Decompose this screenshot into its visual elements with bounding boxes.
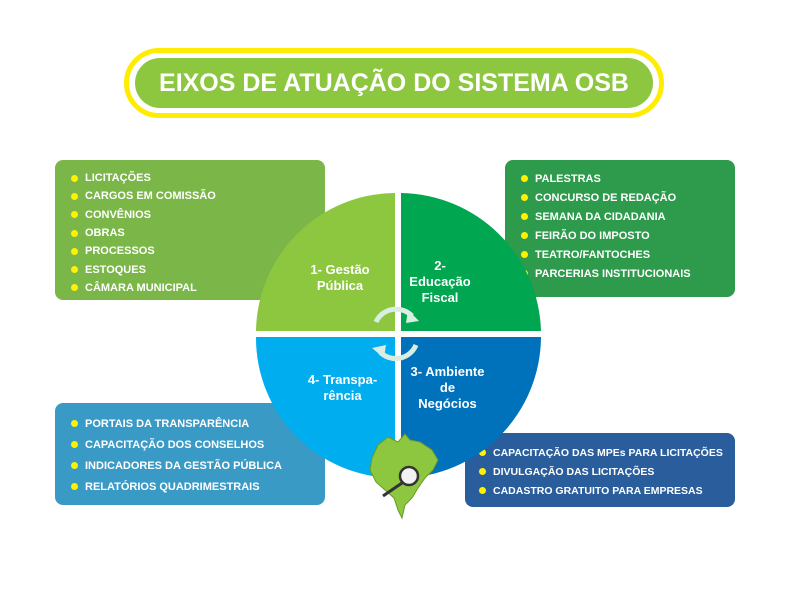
arrow-head-icon xyxy=(406,310,419,323)
list-item: CONCURSO DE REDAÇÃO xyxy=(521,188,719,207)
list-item-label: CARGOS EM COMISSÃO xyxy=(85,190,216,203)
list-item-label: SEMANA DA CIDADANIA xyxy=(535,210,666,223)
list-item-label: PORTAIS DA TRANSPARÊNCIA xyxy=(85,417,250,430)
bullet-icon xyxy=(479,468,486,475)
list-item-label: LICITAÇÕES xyxy=(85,172,151,185)
list-item-label: CAPACITAÇÃO DAS MPEs PARA LICITAÇÕES xyxy=(493,446,723,459)
quadrant-label-transparencia-line: 4- Transpa- xyxy=(307,372,378,387)
list-item: INDICADORES DA GESTÃO PÚBLICA xyxy=(71,455,309,476)
list-item: PORTAIS DA TRANSPARÊNCIA xyxy=(71,413,309,434)
list-item: ESTOQUES xyxy=(71,260,309,278)
list-item-label: CÂMARA MUNICIPAL xyxy=(85,281,197,294)
list-item-label: DIVULGAÇÃO DAS LICITAÇÕES xyxy=(493,465,655,478)
list-item: CAPACITAÇÃO DOS CONSELHOS xyxy=(71,434,309,455)
title-text: EIXOS DE ATUAÇÃO DO SISTEMA OSB xyxy=(135,58,653,108)
list-item-label: RELATÓRIOS QUADRIMESTRAIS xyxy=(85,480,260,493)
brazil-map-icon xyxy=(369,433,439,520)
bullet-icon xyxy=(71,211,78,219)
quadrant-label-educacao-line: Fiscal xyxy=(421,290,459,305)
ambiente-negocios-box: CAPACITAÇÃO DAS MPEs PARA LICITAÇÕES DIVU… xyxy=(465,433,735,507)
list-item: CÂMARA MUNICIPAL xyxy=(71,279,309,297)
bullet-icon xyxy=(521,213,528,220)
cycle-arrows-icon xyxy=(373,306,419,362)
bullet-icon xyxy=(71,192,78,200)
bullet-icon xyxy=(71,174,78,182)
gestao-publica-box: LICITAÇÕES CARGOS EM COMISSÃO CONVÊNIOS OBR… xyxy=(55,160,325,300)
quadrant-label-educacao-line: 2- xyxy=(434,258,446,273)
list-item: CARGOS EM COMISSÃO xyxy=(71,187,309,205)
list-item-label: CONCURSO DE REDAÇÃO xyxy=(535,191,677,204)
transparencia-box: PORTAIS DA TRANSPARÊNCIA CAPACITAÇÃO DOS … xyxy=(55,403,325,505)
bullet-icon xyxy=(521,251,528,258)
bullet-icon xyxy=(479,449,486,456)
list-item: CONVÊNIOS xyxy=(71,206,309,224)
quadrant-label-gestao-line: 1- Gestão xyxy=(310,262,370,277)
quadrant-label-ambiente-line: de xyxy=(439,380,456,395)
bullet-icon xyxy=(521,175,528,182)
bullet-icon xyxy=(479,487,486,494)
bullet-icon xyxy=(521,270,528,277)
bullet-icon xyxy=(71,483,78,490)
quadrant-label-transparencia: 4- Transpa-rência xyxy=(295,372,390,404)
quadrant-label-ambiente-line: 3- Ambiente xyxy=(410,364,485,379)
bullet-icon xyxy=(71,266,78,274)
quadrant-label-educacao-line: Educação xyxy=(409,274,471,289)
list-item-label: CAPACITAÇÃO DOS CONSELHOS xyxy=(85,438,265,451)
list-item-label: PROCESSOS xyxy=(85,245,155,258)
bullet-icon xyxy=(521,194,528,201)
list-item: PALESTRAS xyxy=(521,169,719,188)
bullet-icon xyxy=(71,462,78,469)
list-item: CAPACITAÇÃO DAS MPEs PARA LICITAÇÕES xyxy=(479,443,723,462)
quadrant-label-gestao-line: Pública xyxy=(316,278,364,293)
bullet-icon xyxy=(71,229,78,237)
arrow-head-icon xyxy=(372,345,386,358)
list-item: PROCESSOS xyxy=(71,242,309,260)
list-item: DIVULGAÇÃO DAS LICITAÇÕES xyxy=(479,462,721,481)
list-item: RELATÓRIOS QUADRIMESTRAIS xyxy=(71,476,309,497)
list-item-label: PALESTRAS xyxy=(535,172,601,185)
list-item-label: CADASTRO GRATUITO PARA EMPRESAS xyxy=(493,484,703,497)
list-item: TEATRO/FANTOCHES xyxy=(521,245,719,264)
list-item-label: OBRAS xyxy=(85,227,125,240)
list-item: OBRAS xyxy=(71,224,309,242)
list-item: CADASTRO GRATUITO PARA EMPRESAS xyxy=(479,481,721,500)
list-item: SEMANA DA CIDADANIA xyxy=(521,207,719,226)
bullet-icon xyxy=(71,420,78,427)
quadrant-label-transparencia-line: rência xyxy=(323,388,362,403)
list-item-label: TEATRO/FANTOCHES xyxy=(535,248,651,261)
list-item-label: FEIRÃO DO IMPOSTO xyxy=(535,229,650,242)
educacao-fiscal-box: PALESTRAS CONCURSO DE REDAÇÃO SEMANA DA CI… xyxy=(505,160,735,297)
list-item: PARCERIAS INSTITUCIONAIS xyxy=(521,264,719,283)
title-banner: EIXOS DE ATUAÇÃO DO SISTEMA OSB xyxy=(124,48,664,118)
list-item-label: ESTOQUES xyxy=(85,263,146,276)
list-item: FEIRÃO DO IMPOSTO xyxy=(521,226,719,245)
bullet-icon xyxy=(71,247,78,255)
list-item-label: PARCERIAS INSTITUCIONAIS xyxy=(535,267,691,280)
list-item-label: CONVÊNIOS xyxy=(85,208,152,221)
list-item-label: INDICADORES DA GESTÃO PÚBLICA xyxy=(85,459,282,472)
bullet-icon xyxy=(521,232,528,239)
bullet-icon xyxy=(71,441,78,448)
list-item: LICITAÇÕES xyxy=(71,169,309,187)
quadrant-label-ambiente-line: Negócios xyxy=(418,396,477,411)
bullet-icon xyxy=(71,284,78,292)
